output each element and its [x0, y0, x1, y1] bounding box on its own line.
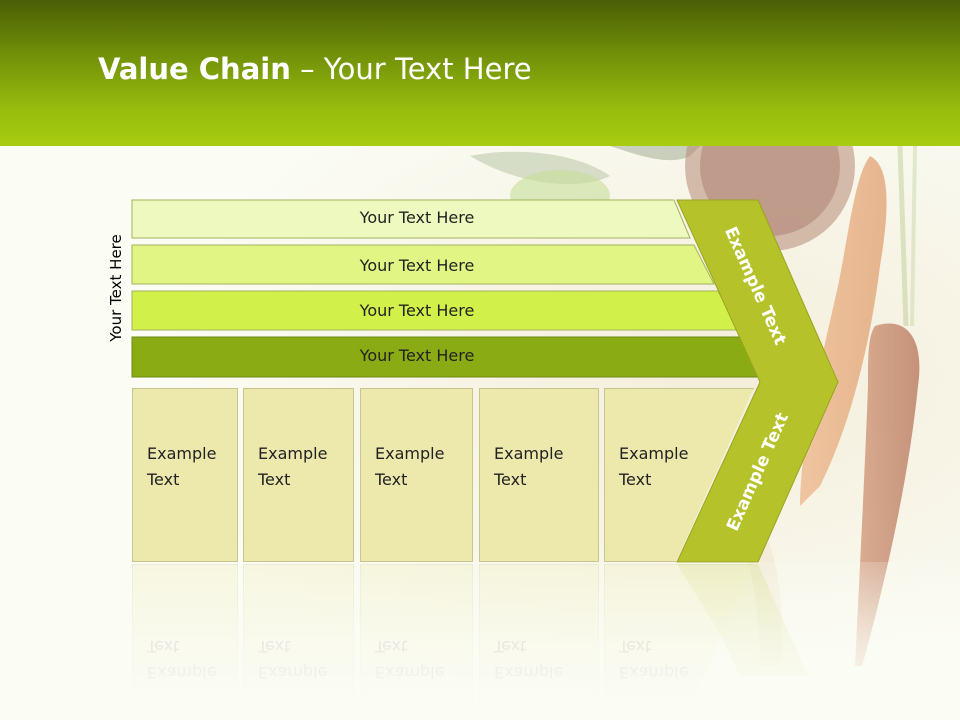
column-4-line2: Text	[494, 470, 527, 489]
column-3-line2: Text	[375, 470, 408, 489]
column-5-line2: Text	[619, 470, 652, 489]
column-1-line2: Text	[147, 470, 180, 489]
slide-title: Value Chain – Your Text Here	[98, 52, 532, 86]
column-2-line2: Text	[258, 470, 291, 489]
bar-2-label: Your Text Here	[359, 256, 475, 275]
chevron-reflection	[677, 564, 808, 676]
title-rest: – Your Text Here	[290, 52, 532, 86]
bar-1-label: Your Text Here	[359, 208, 475, 227]
bar-4-label: Your Text Here	[359, 346, 475, 365]
column-2-line1: Example	[258, 444, 328, 463]
bar-2	[131, 244, 715, 285]
column-5-line1: Example	[619, 444, 689, 463]
column-4-line1: Example	[494, 444, 564, 463]
chevron-arrow	[676, 199, 839, 563]
header-band: Value Chain – Your Text Here	[0, 0, 960, 146]
bar-3-label: Your Text Here	[359, 301, 475, 320]
column-1-line1: Example	[147, 444, 217, 463]
column-3-line1: Example	[375, 444, 445, 463]
title-bold: Value Chain	[98, 52, 291, 86]
bar-1	[131, 199, 691, 239]
